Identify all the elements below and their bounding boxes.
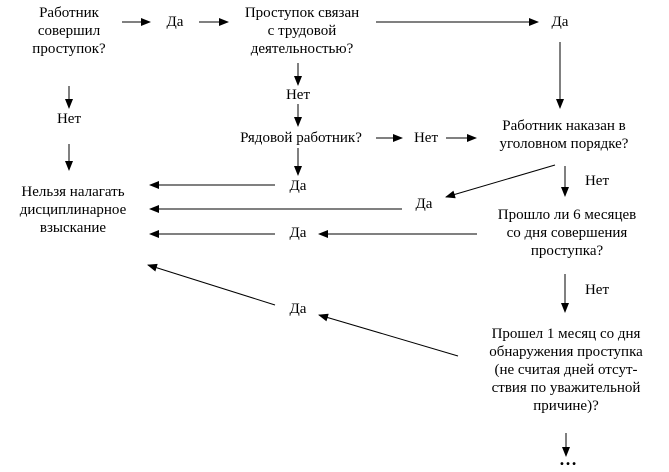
arrow-yes6-to-n5 — [147, 263, 276, 306]
arrow-n4-to-yes4 — [445, 164, 556, 199]
node-criminal-punishment: Работник наказан в уголовном порядке? — [499, 118, 629, 152]
edge-label-no: Нет — [413, 130, 439, 146]
node-one-month-passed: Прошел 1 месяц со дня обнаружения просту… — [489, 326, 643, 414]
edge-label-yes: Да — [415, 196, 433, 212]
node-worker-committed-offense: Работник совершил проступок? — [32, 5, 106, 57]
node-cannot-impose-penalty: Нельзя налагать дисциплинарное взыскание — [19, 184, 127, 236]
continuation-ellipsis: … — [559, 449, 577, 469]
node-ordinary-worker: Рядовой работник? — [240, 130, 362, 146]
edge-label-yes: Да — [289, 225, 307, 241]
edge-label-yes: Да — [166, 14, 184, 30]
edge-label-yes: Да — [289, 178, 307, 194]
arrow-n7-to-yes6 — [318, 313, 459, 357]
edge-label-yes: Да — [551, 14, 569, 30]
node-six-months-passed: Прошло ли 6 месяцев со дня совершения пр… — [497, 207, 637, 259]
node-offense-related-to-work: Проступок связан с трудовой деятельность… — [244, 5, 360, 57]
edge-label-no: Нет — [584, 173, 610, 189]
edge-label-no: Нет — [584, 282, 610, 298]
edge-label-no: Нет — [285, 87, 311, 103]
edge-label-yes: Да — [289, 301, 307, 317]
edge-label-no: Нет — [56, 111, 82, 127]
